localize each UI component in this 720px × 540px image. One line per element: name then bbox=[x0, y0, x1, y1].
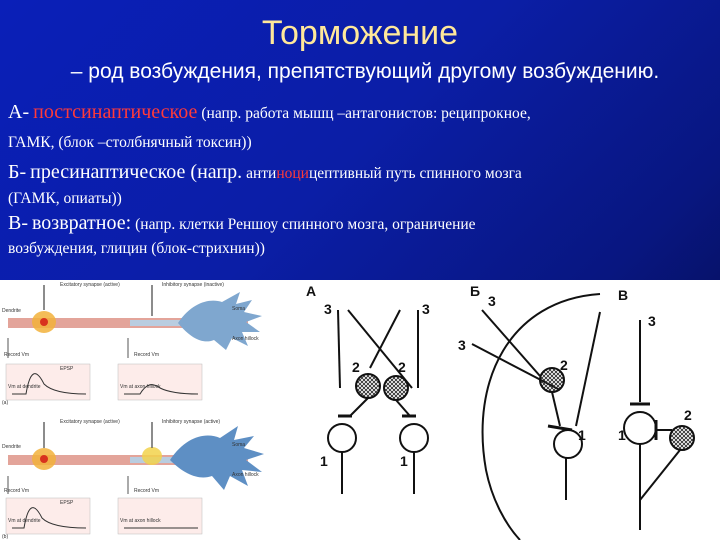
label-vm-hillock-a: Vm at axon hillock bbox=[120, 384, 161, 390]
label-dendrite-a: Dendrite bbox=[2, 308, 21, 314]
dendrite-bar-a bbox=[8, 318, 248, 328]
epsp-trace-dendrite-a bbox=[12, 373, 87, 395]
item-b-desc1c: цептивный путь спинного мозга bbox=[308, 165, 522, 182]
b-inh-axon bbox=[551, 391, 561, 427]
epsp-plot-dendrite-a bbox=[5, 363, 91, 401]
label-axon-hillock-b: Axon hillock bbox=[232, 472, 259, 478]
label-record-b2: Record Vm bbox=[134, 488, 159, 494]
epsp-plot-hillock-b bbox=[117, 497, 203, 535]
c-collateral bbox=[639, 449, 681, 501]
label-inh-synapse-b: Inhibitory synapse (active) bbox=[162, 419, 220, 425]
panel-b-diagram: Б 3 3 2 1 bbox=[458, 283, 601, 540]
a-motor-neuron-left bbox=[327, 423, 357, 453]
label-epsp-b: EPSP bbox=[60, 500, 74, 506]
item-c-name: возвратное: bbox=[32, 212, 132, 234]
item-b-desc1a: анти bbox=[246, 165, 277, 182]
epsp-trace-hillock-a bbox=[124, 384, 199, 395]
b-label-1: 1 bbox=[578, 427, 586, 443]
item-b-line1: Б- пресинаптическое (напр. антиноцицепти… bbox=[8, 161, 522, 184]
soma-b bbox=[170, 426, 264, 490]
a-fiber-cross-2 bbox=[369, 309, 401, 369]
label-epsp-a: EPSP bbox=[60, 366, 74, 372]
axon-bar-a bbox=[130, 320, 180, 326]
a-label-2-right: 2 bbox=[398, 359, 406, 375]
label-soma-a: Soma bbox=[232, 306, 245, 312]
item-c-letter: В- bbox=[8, 212, 28, 234]
item-c-desc1: (напр. клетки Реншоу спинного мозга, огр… bbox=[135, 216, 476, 233]
b-afferent bbox=[575, 311, 601, 427]
b-spinal-arc bbox=[481, 293, 601, 540]
item-b-name: пресинаптическое (напр. bbox=[30, 161, 243, 183]
item-c-desc2: возбуждения, глицин (блок-стрихнин)) bbox=[8, 240, 265, 257]
c-motor-neuron bbox=[623, 411, 657, 445]
a-label-3-left: 3 bbox=[324, 301, 332, 317]
b-label-3-upper: 3 bbox=[488, 293, 496, 309]
label-soma-b: Soma bbox=[232, 442, 245, 448]
item-c-line2: возбуждения, глицин (блок-стрихнин)) bbox=[8, 240, 265, 258]
item-a-line2: ГАМК, (блок –столбнячный токсин)) bbox=[8, 134, 252, 152]
label-axon-hillock-a: Axon hillock bbox=[232, 336, 259, 342]
label-record-b1: Record Vm bbox=[4, 488, 29, 494]
item-a-name: постсинаптическое bbox=[33, 101, 198, 123]
label-inh-synapse-a: Inhibitory synapse (inactive) bbox=[162, 282, 224, 288]
item-b-line2: (ГАМК, опиаты)) bbox=[8, 190, 122, 208]
excitatory-synapse-b bbox=[40, 455, 48, 463]
epsp-plot-dendrite-b bbox=[5, 497, 91, 535]
slide-title: Торможение bbox=[261, 14, 459, 52]
slide-subtitle: – род возбуждения, препятствующий другом… bbox=[70, 60, 660, 83]
a-inhibitory-neuron-left bbox=[355, 373, 381, 399]
panel-c-diagram: В 3 1 2 bbox=[618, 287, 695, 530]
panel-a-diagram: А 3 3 2 2 1 1 bbox=[306, 283, 430, 494]
a-inhibitory-neuron-right bbox=[383, 375, 409, 401]
c-label-3: 3 bbox=[648, 313, 656, 329]
neuron-figure-b: Excitatory synapse (active) Inhibitory s… bbox=[2, 419, 264, 540]
b-label-2: 2 bbox=[560, 357, 568, 373]
figure-svg: Excitatory synapse (active) Inhibitory s… bbox=[2, 282, 695, 540]
panel-a-label: А bbox=[306, 283, 316, 299]
b-fiber-3-upper bbox=[481, 309, 541, 377]
a-label-1-right: 1 bbox=[400, 453, 408, 469]
c-label-2: 2 bbox=[684, 407, 692, 423]
label-a: (a) bbox=[2, 400, 8, 406]
figure-panel: Excitatory synapse (active) Inhibitory s… bbox=[0, 280, 720, 540]
item-c-line1: В- возвратное: (напр. клетки Реншоу спин… bbox=[8, 212, 476, 235]
label-dendrite-b: Dendrite bbox=[2, 444, 21, 450]
label-b: (b) bbox=[2, 534, 8, 540]
item-b-desc2: (ГАМК, опиаты)) bbox=[8, 190, 122, 207]
a-inh-axon-right bbox=[395, 399, 411, 417]
item-a-line1: А- постсинаптическое (напр. работа мышц … bbox=[8, 101, 531, 124]
soma-a bbox=[178, 292, 262, 350]
item-b-desc1b: ноци bbox=[276, 165, 309, 182]
b-target-neuron bbox=[553, 429, 583, 459]
neuron-figure-a: Excitatory synapse (active) Inhibitory s… bbox=[2, 282, 262, 406]
item-b-letter: Б- bbox=[8, 161, 27, 183]
epsp-trace-dendrite-b bbox=[12, 507, 87, 529]
item-a-desc1: (напр. работа мышц –антагонистов: реципр… bbox=[201, 105, 531, 122]
label-exc-synapse-b: Excitatory synapse (active) bbox=[60, 419, 120, 425]
label-vm-dendrite-a: Vm at dendrite bbox=[8, 384, 41, 390]
label-vm-dendrite-b: Vm at dendrite bbox=[8, 518, 41, 524]
panel-b-label: Б bbox=[470, 283, 480, 299]
label-exc-synapse-a: Excitatory synapse (active) bbox=[60, 282, 120, 288]
label-record-a2: Record Vm bbox=[134, 352, 159, 358]
c-label-1: 1 bbox=[618, 427, 626, 443]
a-label-3-right: 3 bbox=[422, 301, 430, 317]
label-vm-hillock-b: Vm at axon hillock bbox=[120, 518, 161, 524]
b-label-3-lower: 3 bbox=[458, 337, 466, 353]
label-record-a1: Record Vm bbox=[4, 352, 29, 358]
a-inh-axon-left bbox=[349, 397, 369, 417]
item-a-letter: А- bbox=[8, 101, 30, 123]
a-fiber-left bbox=[337, 309, 341, 389]
panel-c-label: В bbox=[618, 287, 628, 303]
a-label-1-left: 1 bbox=[320, 453, 328, 469]
a-motor-neuron-right bbox=[399, 423, 429, 453]
a-label-2-left: 2 bbox=[352, 359, 360, 375]
item-a-desc2: ГАМК, (блок –столбнячный токсин)) bbox=[8, 134, 252, 151]
excitatory-synapse-a bbox=[40, 318, 48, 326]
inhibitory-synapse-glow-b bbox=[142, 447, 162, 465]
dendrite-bar-b bbox=[8, 455, 248, 465]
epsp-plot-hillock-a bbox=[117, 363, 203, 401]
c-renshaw-cell bbox=[669, 425, 695, 451]
